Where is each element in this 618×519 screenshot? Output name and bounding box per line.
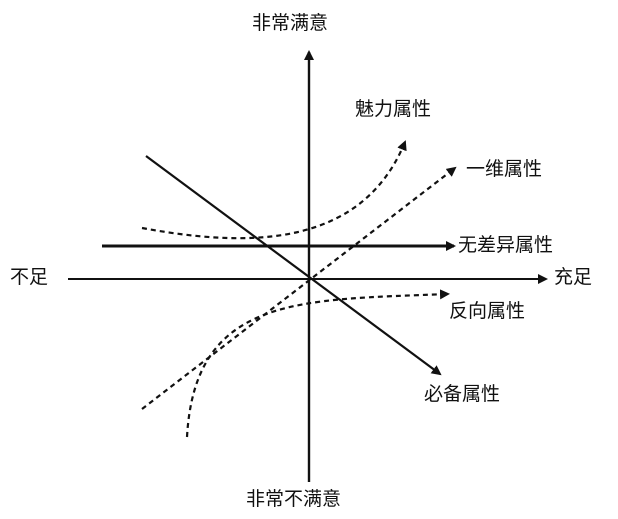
one-dimensional-attribute-line: [141, 166, 457, 410]
attractive-attribute-label: 魅力属性: [355, 98, 432, 120]
one-dimensional-attribute-label: 一维属性: [466, 158, 543, 180]
axis-label-left: 不足: [10, 266, 49, 288]
axis-label-right: 充足: [554, 266, 593, 288]
reverse-attribute-curve: [185, 289, 450, 438]
attractive-attribute-curve: [141, 140, 407, 240]
axis-label-top: 非常满意: [252, 12, 329, 34]
reverse-attribute-label: 反向属性: [449, 300, 526, 322]
axis-label-bottom: 非常不满意: [246, 488, 342, 510]
must-be-attribute-line: [145, 155, 442, 376]
must-be-attribute-label: 必备属性: [424, 383, 501, 405]
indifferent-attribute-label: 无差异属性: [458, 234, 554, 256]
